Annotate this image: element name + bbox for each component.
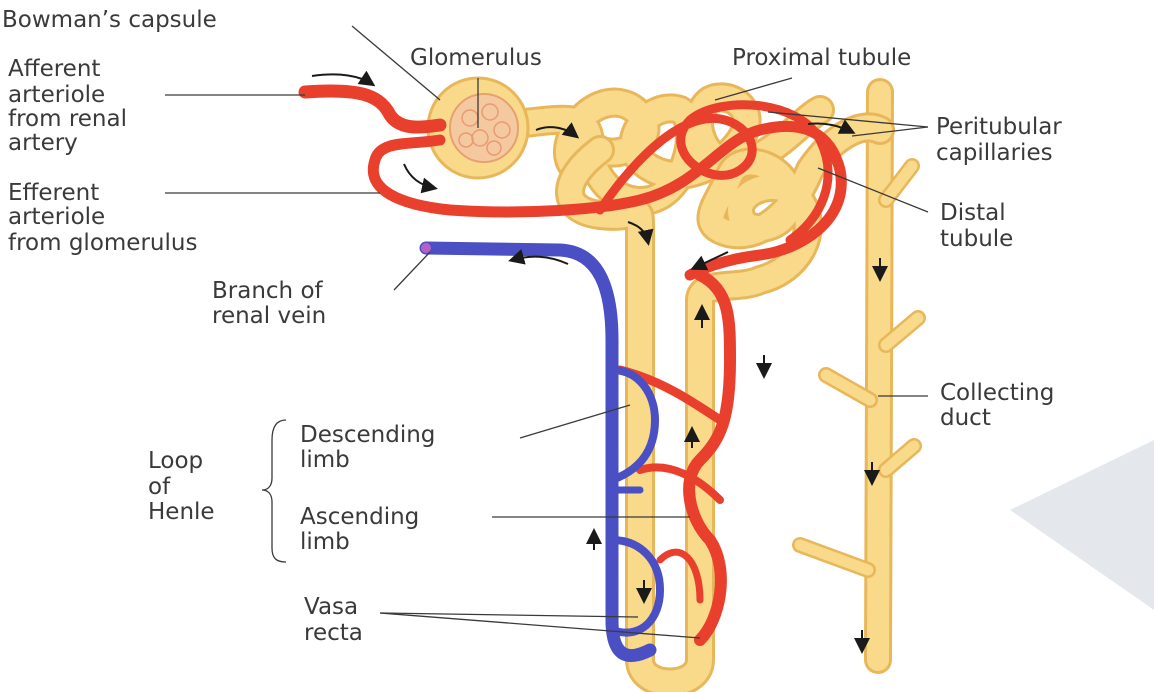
label-branch-renal-vein-2: renal vein <box>212 303 326 329</box>
decorative-triangle <box>1010 440 1154 610</box>
label-descending-2: limb <box>300 447 350 473</box>
label-afferent-1: Afferent <box>8 56 100 82</box>
label-afferent-2: arteriole <box>8 82 105 108</box>
label-afferent-4: artery <box>8 130 78 156</box>
label-proximal-tubule: Proximal tubule <box>732 45 911 71</box>
venous-vessels <box>421 243 660 656</box>
label-efferent-2: arteriole <box>8 204 105 230</box>
label-efferent-1: Efferent <box>8 180 99 206</box>
label-descending-1: Descending <box>300 422 435 448</box>
label-loop-2: of <box>148 474 171 500</box>
label-loop-1: Loop <box>148 448 203 474</box>
label-ascending-2: limb <box>300 529 350 555</box>
label-collecting-2: duct <box>940 405 991 431</box>
label-bowmans-capsule: Bowman’s capsule <box>2 7 217 33</box>
label-glomerulus: Glomerulus <box>410 45 542 71</box>
label-peritubular-2: capillaries <box>936 140 1053 166</box>
label-vasa-recta-1: Vasa <box>304 594 358 620</box>
label-collecting-1: Collecting <box>940 380 1054 406</box>
label-vasa-recta-2: recta <box>304 620 363 646</box>
label-efferent-3: from glomerulus <box>8 230 197 256</box>
label-afferent-3: from renal <box>8 106 127 132</box>
label-distal-1: Distal <box>940 200 1006 226</box>
label-distal-2: tubule <box>940 226 1013 252</box>
label-ascending-1: Ascending <box>300 504 419 530</box>
label-loop-3: Henle <box>148 499 215 525</box>
label-branch-renal-vein-1: Branch of <box>212 278 324 304</box>
label-peritubular-1: Peritubular <box>936 114 1062 140</box>
